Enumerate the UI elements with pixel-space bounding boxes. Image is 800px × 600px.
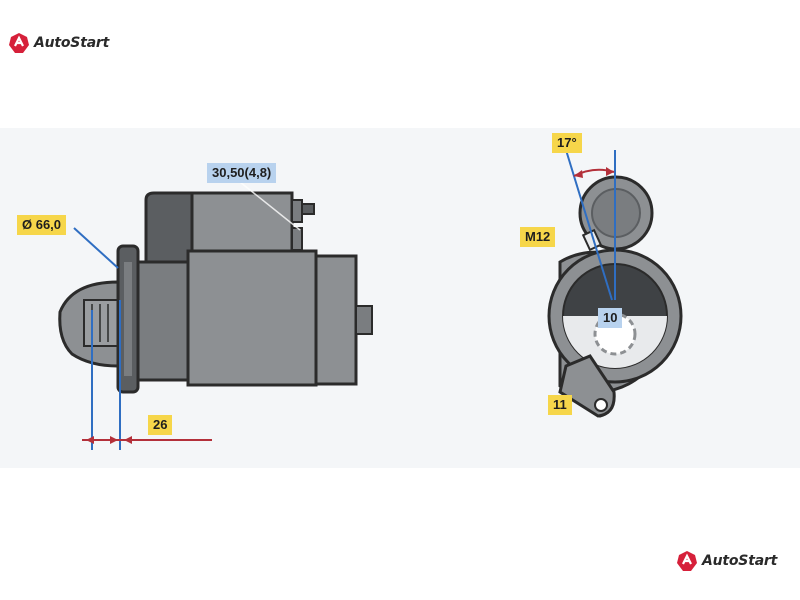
end-shaft: [355, 305, 373, 335]
autostart-logo-icon: [677, 551, 697, 571]
thread-label: M12: [520, 227, 556, 247]
solenoid: [190, 191, 294, 253]
brand-name: AutoStart: [702, 553, 778, 569]
teeth-count-label: 10: [598, 308, 623, 328]
bolt-circle-label: 30,50(4,8): [207, 163, 277, 183]
mounting-hole: [594, 398, 608, 412]
brand-name: AutoStart: [34, 35, 110, 51]
motor-body: [186, 249, 318, 387]
angle-label: 17°: [552, 133, 582, 153]
terminal-top: [291, 199, 303, 223]
side-view: [58, 181, 373, 450]
autostart-logo-icon: [9, 33, 29, 53]
flange-dimension-line: [73, 227, 119, 269]
end-cap: [314, 254, 358, 386]
solenoid-housing: [144, 191, 194, 264]
terminal-bottom: [291, 227, 303, 251]
angle-line-left: [565, 149, 613, 301]
flange-diameter-label: Ø 66,0: [17, 215, 67, 235]
brand-logo-footer[interactable]: AutoStart: [676, 550, 777, 572]
front-view: [547, 149, 683, 418]
pinion-gear: [83, 299, 119, 347]
hole-distance-label: 11: [548, 395, 572, 415]
brand-logo[interactable]: AutoStart: [8, 32, 109, 54]
pinion-offset-label: 26: [148, 415, 173, 435]
drive-housing: [136, 260, 192, 382]
